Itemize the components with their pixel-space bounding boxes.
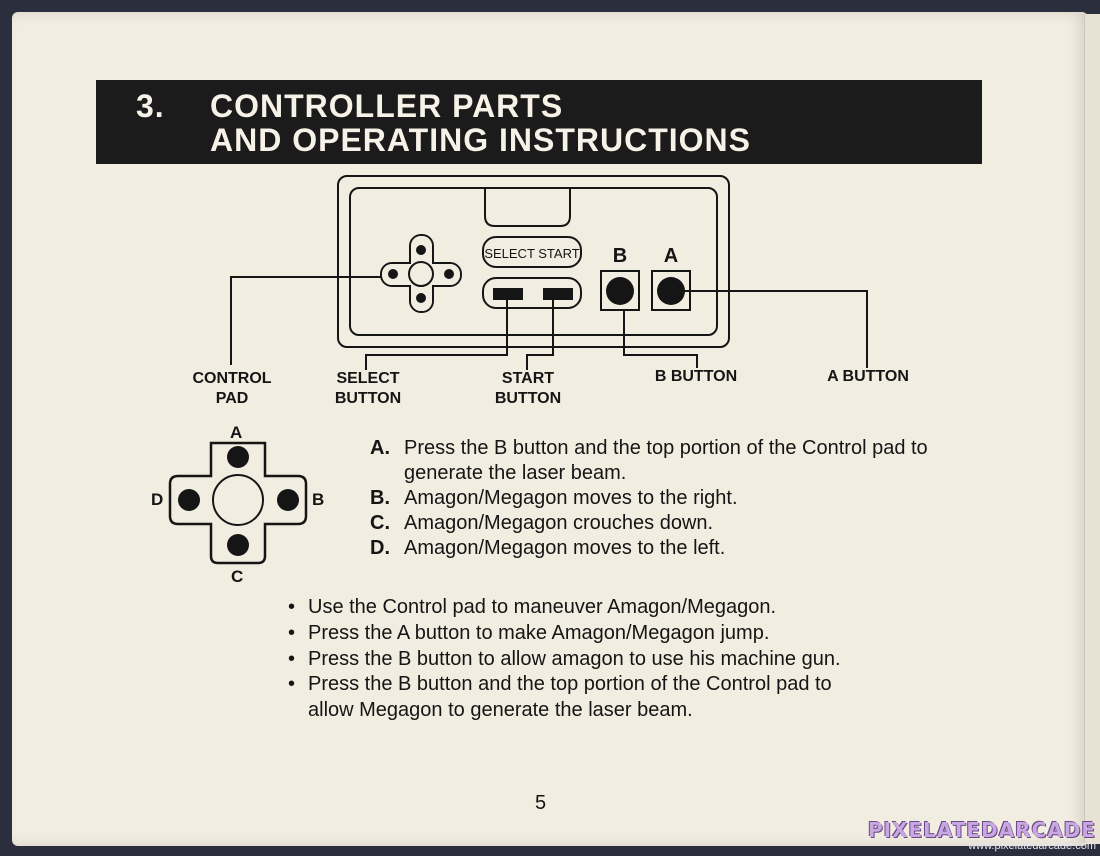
select-button-shape <box>493 288 523 300</box>
direction-pad-diagram <box>168 441 308 565</box>
b-button-frame <box>600 270 640 311</box>
instruction-item: Press the A button to make Amagon/Megago… <box>284 621 924 647</box>
section-header: 3. CONTROLLER PARTS AND OPERATING INSTRU… <box>96 80 982 164</box>
controller-outline <box>337 175 730 348</box>
page-number: 5 <box>535 792 547 814</box>
direction-item: B.Amagon/Megagon moves to the right. <box>370 487 738 509</box>
b-button-label: B <box>612 245 628 267</box>
callout-leader-lines <box>230 276 868 370</box>
controller-inner-panel <box>349 187 718 336</box>
page-edge <box>1084 14 1100 844</box>
instruction-item: Press the B button and the top portion o… <box>284 672 878 724</box>
b-button-callout: B BUTTON <box>654 368 738 385</box>
select-start-label: SELECT START <box>484 246 580 261</box>
a-button-shape <box>657 277 685 305</box>
controller-cable-notch <box>484 188 571 227</box>
dpad-left-letter: D <box>151 490 164 509</box>
watermark-logo: PIXELATEDARCADE <box>867 818 1096 842</box>
instruction-list: Use the Control pad to maneuver Amagon/M… <box>284 595 924 724</box>
section-number: 3. <box>136 88 165 124</box>
direction-item: D.Amagon/Megagon moves to the left. <box>370 537 726 559</box>
b-button-shape <box>606 277 634 305</box>
dpad-right-letter: B <box>312 490 325 509</box>
direction-list: A.Press the B button and the top portion… <box>370 436 990 561</box>
control-pad-callout: CONTROL PAD <box>192 370 272 407</box>
dpad-up-letter: A <box>230 423 243 442</box>
controller-dpad-icon <box>380 234 462 313</box>
select-button-callout: SELECT BUTTON <box>334 370 402 407</box>
section-title-line-2: AND OPERATING INSTRUCTIONS <box>210 122 751 158</box>
a-button-callout: A BUTTON <box>827 368 909 385</box>
instruction-item: Use the Control pad to maneuver Amagon/M… <box>284 595 924 621</box>
direction-item: A.Press the B button and the top portion… <box>370 437 928 484</box>
watermark-url: www.pixelatedarcade.com <box>968 840 1096 852</box>
a-button-label: A <box>663 245 679 267</box>
direction-item: C.Amagon/Megagon crouches down. <box>370 512 714 534</box>
section-title-line-1: CONTROLLER PARTS <box>210 88 564 124</box>
instruction-item: Press the B button to allow amagon to us… <box>284 647 908 673</box>
select-start-label-box <box>482 236 582 268</box>
watermark: PIXELATEDARCADE www.pixelatedarcade.com <box>868 818 1096 852</box>
start-button-shape <box>543 288 573 300</box>
start-button-callout: START BUTTON <box>494 370 562 407</box>
select-start-button-housing <box>482 277 582 309</box>
dpad-down-letter: C <box>231 567 244 586</box>
